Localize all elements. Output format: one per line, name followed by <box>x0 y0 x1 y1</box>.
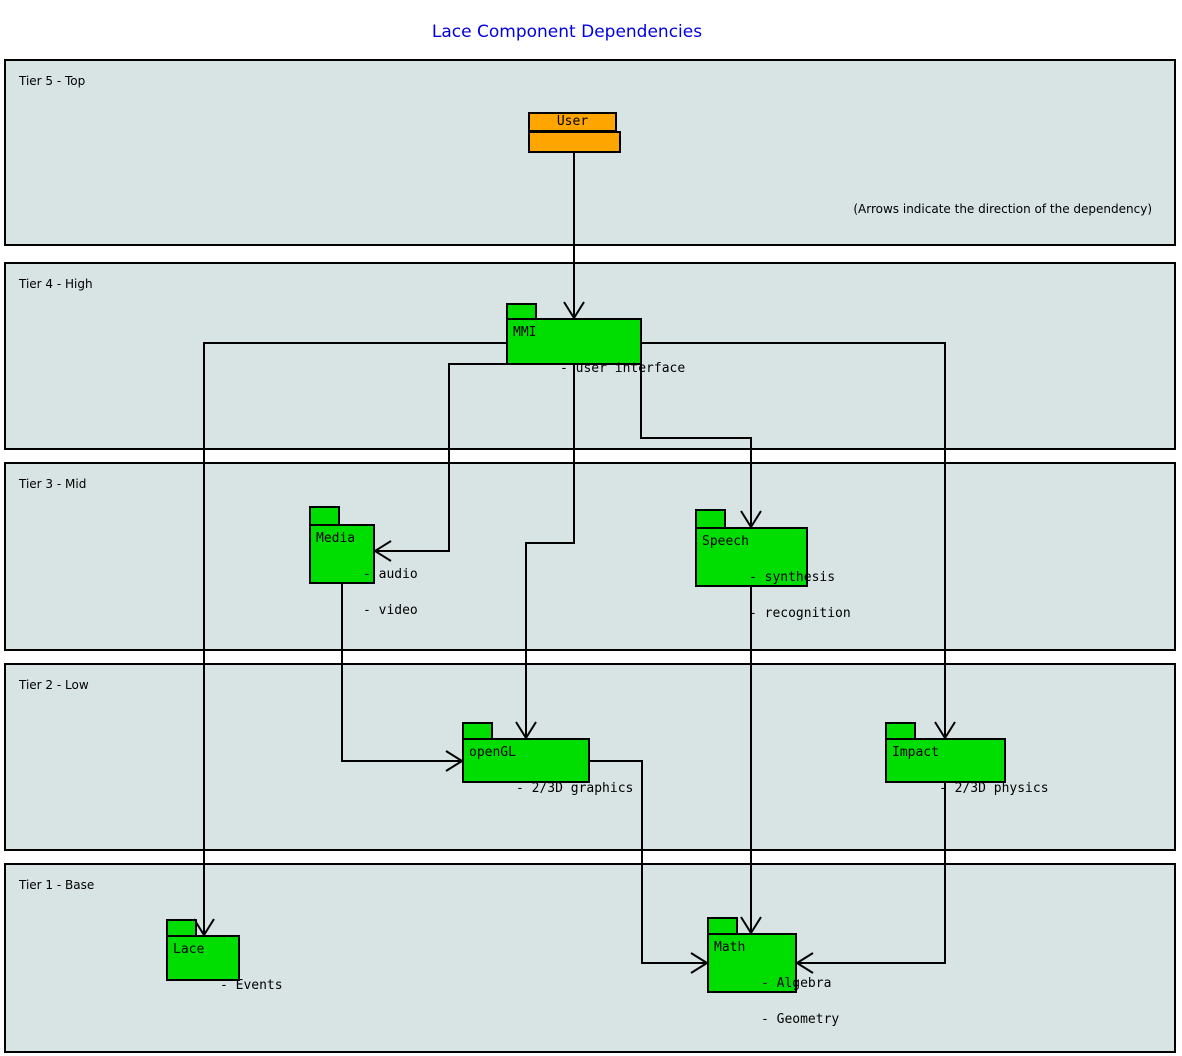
component-title: Speech <box>702 534 749 549</box>
tier-label: Tier 5 - Top <box>19 74 86 88</box>
folder-tab <box>166 919 197 935</box>
component-detail: - 2/3D physics <box>938 781 1049 796</box>
component-detail: - Events <box>219 978 283 993</box>
folder-body: Math - Algebra - Geometry <box>707 933 839 1027</box>
folder-body: openGL - 2/3D graphics <box>462 738 633 796</box>
dependency-note: (Arrows indicate the direction of the de… <box>853 202 1152 216</box>
component-detail: - Geometry <box>760 1012 840 1027</box>
folder-tab <box>309 506 340 524</box>
tier-label: Tier 1 - Base <box>19 878 95 892</box>
component-detail: - Algebra <box>760 976 832 991</box>
component-title: MMI <box>513 325 537 340</box>
folder-tab <box>506 303 537 318</box>
tier-3-mid: Tier 3 - Mid <box>4 462 1176 651</box>
component-title: Lace <box>173 942 205 957</box>
folder-tab <box>462 722 493 738</box>
component-detail: - synthesis <box>748 570 836 585</box>
component-detail: - 2/3D graphics <box>515 781 634 796</box>
folder-body: Impact - 2/3D physics <box>885 738 1049 796</box>
component-title: Media <box>316 531 356 546</box>
diagram-title: Lace Component Dependencies <box>431 22 703 42</box>
folder-tab <box>707 917 738 933</box>
component-detail: - video <box>362 603 418 618</box>
folder-body: MMI - user interface <box>506 318 685 376</box>
folder-body: Lace - Events <box>166 935 283 993</box>
tier-label: Tier 2 - Low <box>19 678 89 692</box>
folder-tab <box>885 722 916 738</box>
user-applet-body-box <box>528 131 621 153</box>
component-detail: - audio <box>362 567 418 582</box>
folder-tab <box>695 509 726 527</box>
component-title: Math <box>714 940 746 955</box>
tier-label: Tier 3 - Mid <box>19 477 87 491</box>
component-detail: - user interface <box>559 361 686 376</box>
component-detail: - recognition <box>748 606 851 621</box>
folder-body: Speech - synthesis - recognition <box>695 527 851 621</box>
tier-label: Tier 4 - High <box>19 277 93 291</box>
component-title: Impact <box>892 745 939 760</box>
component-title: openGL <box>469 745 516 760</box>
folder-body: Media - audio - video <box>309 524 418 618</box>
user-applet-label-box: User Applet <box>528 112 617 145</box>
